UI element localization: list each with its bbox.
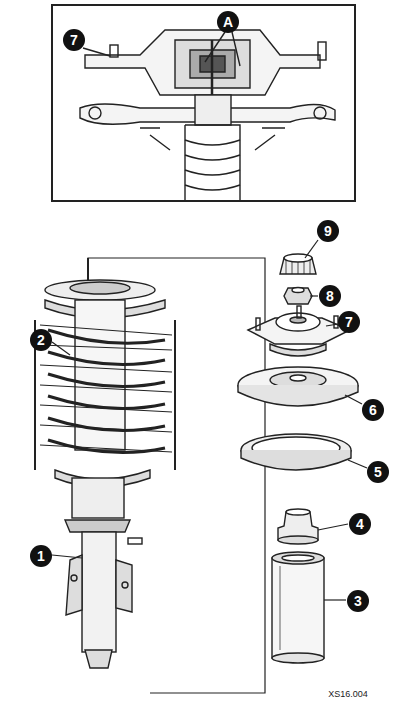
callout-number: 5 bbox=[367, 461, 389, 483]
callout-number: 4 bbox=[349, 513, 371, 535]
leader-lines bbox=[52, 240, 367, 600]
callout-number: 6 bbox=[362, 399, 384, 421]
strut-mount bbox=[248, 306, 350, 356]
callout-number: A bbox=[217, 11, 239, 33]
inset-mount bbox=[80, 30, 335, 200]
inset-frame bbox=[52, 5, 355, 201]
callout-number: 7 bbox=[338, 311, 360, 333]
callout-number: 2 bbox=[30, 329, 52, 351]
dust-boot bbox=[272, 552, 324, 663]
leader-line bbox=[205, 32, 225, 62]
callout-number: 3 bbox=[347, 590, 369, 612]
leader-line bbox=[83, 48, 110, 56]
bump-stop bbox=[278, 509, 318, 544]
callout-number: 7 bbox=[63, 29, 85, 51]
callout-number: 8 bbox=[319, 285, 341, 307]
callout-number: 1 bbox=[30, 545, 52, 567]
bearing-ring bbox=[241, 434, 351, 470]
dust-cap bbox=[280, 254, 316, 274]
leader-line bbox=[232, 32, 240, 66]
spring-seat bbox=[238, 367, 358, 406]
figure-code: XS16.004 bbox=[328, 689, 368, 699]
strut-assembly bbox=[35, 258, 175, 668]
callout-number: 9 bbox=[317, 220, 339, 242]
nut bbox=[284, 288, 312, 305]
